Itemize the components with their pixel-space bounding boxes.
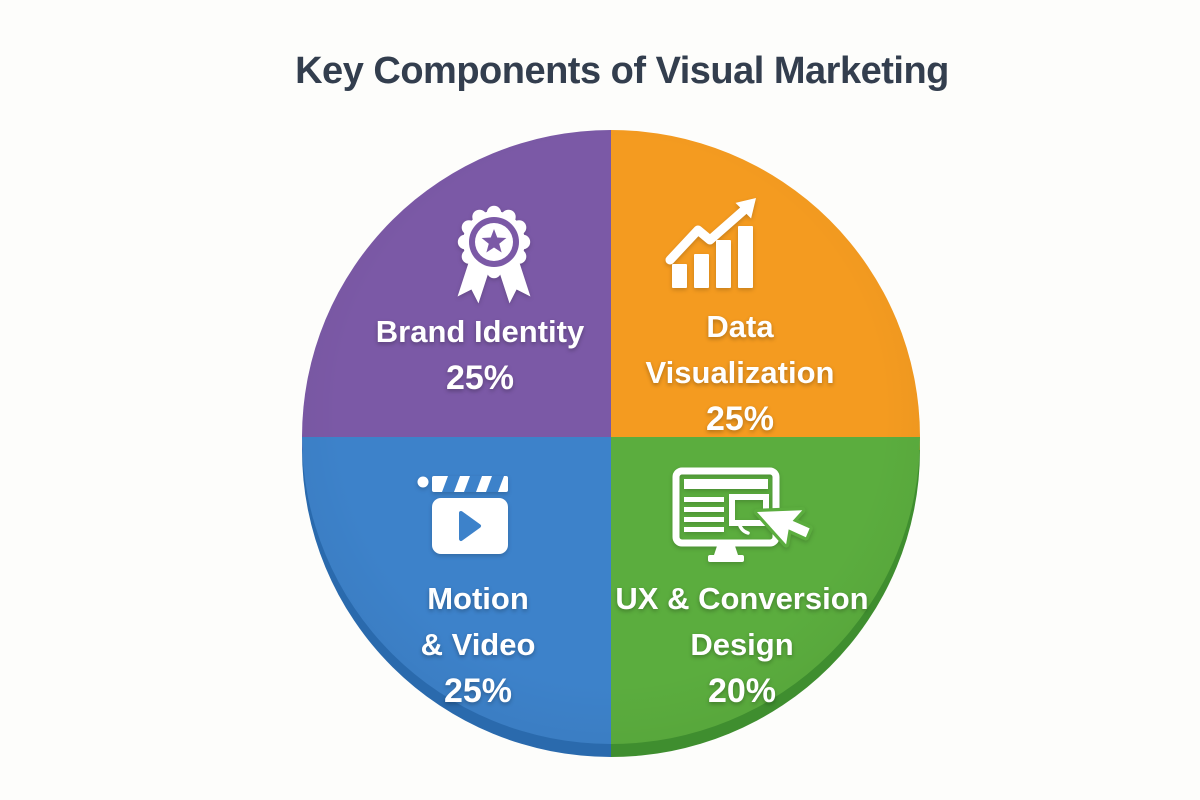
slice-title: & Video (420, 627, 536, 662)
growth-bar-chart-icon (665, 198, 756, 288)
slice-label-ux-conversion: UX & Conversion Design 20% (615, 576, 868, 714)
slice-label-data-visualization: Data Visualization 25% (646, 304, 835, 442)
clapperboard-play-icon (417, 476, 508, 554)
pie-chart: Brand Identity 25% Data Visualization 25… (302, 130, 920, 758)
slice-percentage: 25% (443, 672, 513, 710)
slice-title: Brand Identity (375, 314, 585, 349)
slice-title: Design (690, 627, 794, 662)
award-badge-icon (457, 205, 531, 304)
slice-percentage: 25% (445, 359, 515, 397)
slice-title: Visualization (645, 355, 835, 390)
slice-title: Data (706, 309, 774, 344)
slice-label-motion-video: Motion & Video 25% (421, 576, 536, 714)
slice-percentage: 25% (705, 400, 775, 438)
slice-title: Motion (427, 581, 529, 616)
page-title: Key Components of Visual Marketing (295, 50, 949, 92)
slice-title: UX & Conversion (615, 581, 869, 616)
slice-percentage: 20% (707, 672, 777, 710)
slice-label-brand-identity: Brand Identity 25% (376, 309, 584, 401)
pie-surface (302, 130, 920, 744)
monitor-cursor-icon (672, 467, 813, 562)
